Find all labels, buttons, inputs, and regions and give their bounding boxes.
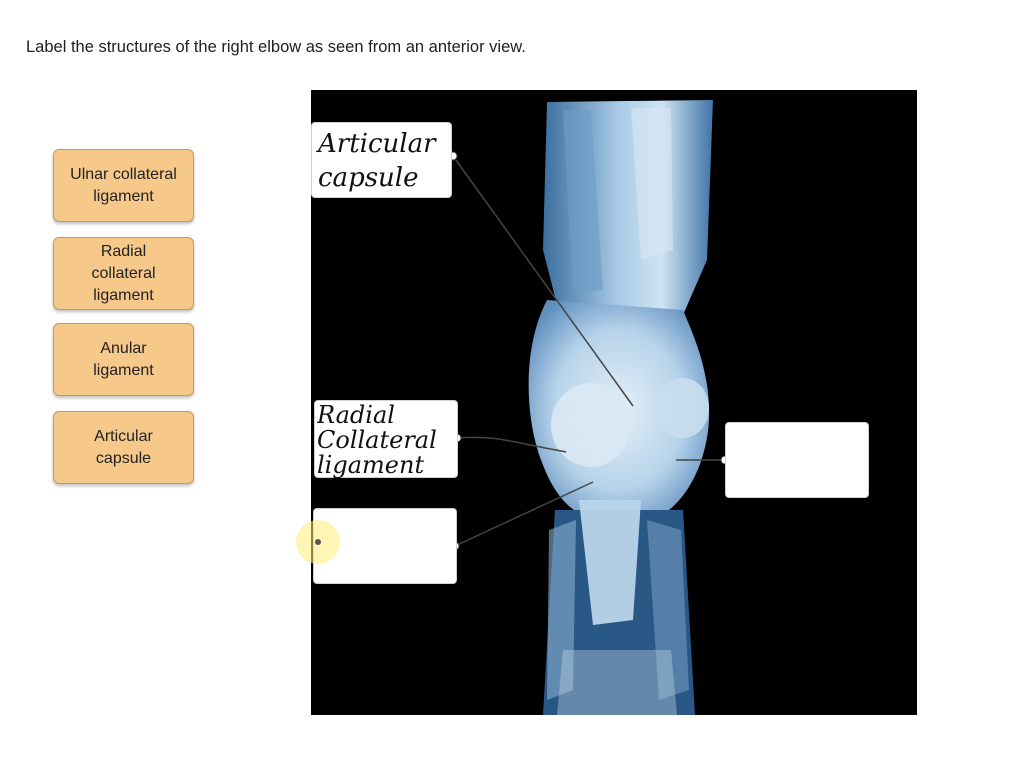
question-prompt: Label the structures of the right elbow … [26,38,526,56]
drop-target-radial-collateral-ligament[interactable]: Radial Collateral ligament [314,400,458,478]
leader-line-1 [452,155,634,407]
leader-line-2 [456,436,567,453]
handwritten-answer: Radial Collateral ligament [317,403,437,479]
label-chip-articular-capsule[interactable]: Articular capsule [53,411,194,484]
leader-line-3 [454,481,594,547]
label-chip-radial-collateral-ligament[interactable]: Radial collateral ligament [53,237,194,310]
drop-target-articular-capsule[interactable]: Articular capsule [311,122,452,198]
label-chip-text: Articular capsule [94,427,153,467]
elbow-anatomy-image [311,90,917,715]
handwritten-answer: Articular capsule [318,129,436,193]
label-chip-anular-ligament[interactable]: Anular ligament [53,323,194,396]
drop-target-empty-right[interactable] [725,422,869,498]
label-chip-ulnar-collateral-ligament[interactable]: Ulnar collateral ligament [53,149,194,222]
label-chip-text: Ulnar collateral ligament [70,165,177,205]
label-chip-text: Anular ligament [93,339,154,379]
label-chip-text: Radial collateral ligament [91,242,156,304]
elbow-illustration [448,100,730,715]
cursor-pointer [315,539,321,545]
